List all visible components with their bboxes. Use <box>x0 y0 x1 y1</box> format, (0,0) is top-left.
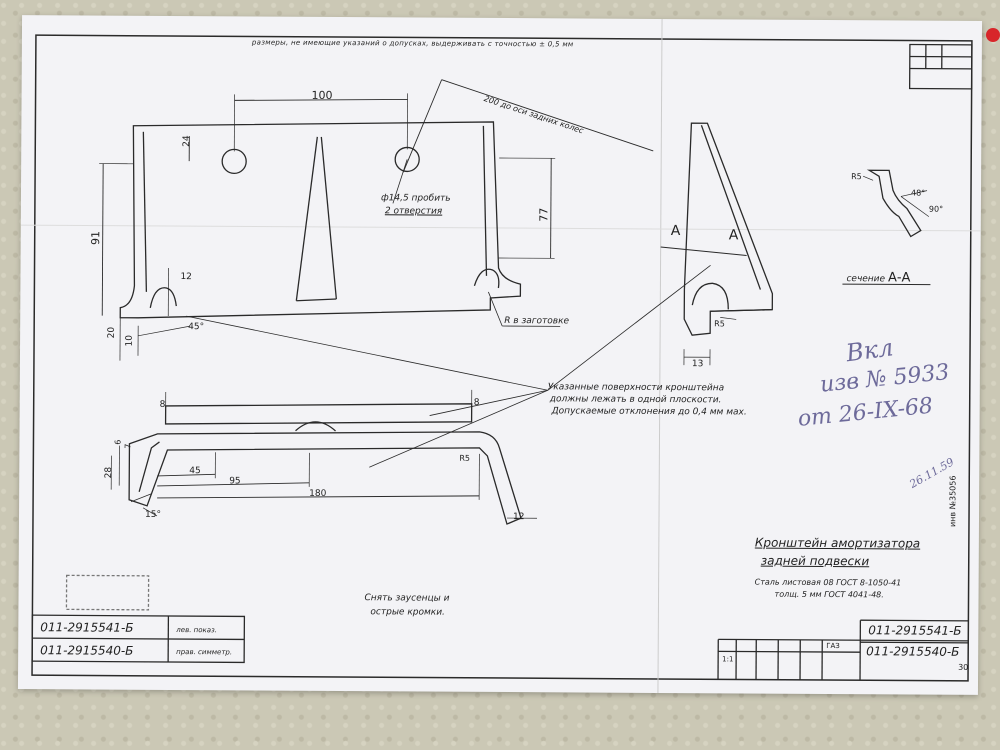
red-pin-icon <box>986 28 1000 42</box>
dim-r5-side: R5 <box>714 319 725 329</box>
deburr-note-line-2: острые кромки. <box>370 607 445 618</box>
dim-r5-bottom: R5 <box>459 453 471 463</box>
dim-48-angle: 48° <box>910 188 926 198</box>
part-title-line-1: Кронштейн амортизатора <box>754 535 921 551</box>
factory-label: ГАЗ <box>826 641 840 651</box>
dim-15-angle: 15° <box>144 509 162 520</box>
left-desc-1: лев. показ. <box>176 626 218 635</box>
part-number-2: 011-2915540-Б <box>866 644 960 659</box>
dim-8-right: 8 <box>473 397 480 408</box>
section-mark-a-left: А <box>670 223 681 240</box>
dim-12-bottom: 12 <box>512 512 525 523</box>
dim-95: 95 <box>229 476 241 487</box>
dim-13: 13 <box>691 359 704 370</box>
dim-100: 100 <box>311 88 333 102</box>
radius-blank-note: R в заготовке <box>504 316 570 327</box>
part-title-line-2: задней подвески <box>760 553 870 569</box>
dim-10: 10 <box>124 334 135 347</box>
inventory-stamp: инв №35056 <box>948 475 958 528</box>
deburr-note-line-1: Снять заусенцы и <box>364 593 450 604</box>
section-label: сечение А-А <box>846 270 910 285</box>
section-label-word: сечение <box>846 274 886 285</box>
dim-77: 77 <box>537 207 551 222</box>
dim-91: 91 <box>89 230 103 246</box>
flatness-note-line-3: Допускаемые отклонения до 0,4 мм мах. <box>551 406 747 418</box>
material-line-2: толщ. 5 мм ГОСТ 4041-48. <box>774 589 884 600</box>
left-part-number-1: 011-2915541-Б <box>40 620 134 635</box>
sheet-number: 30 <box>958 662 969 672</box>
left-part-number-2: 011-2915540-Б <box>40 643 134 658</box>
dim-90-angle: 90° <box>928 204 944 214</box>
dim-12: 12 <box>180 272 192 283</box>
dim-8-left: 8 <box>159 399 166 410</box>
flatness-note-line-2: должны лежать в одной плоскости. <box>549 394 722 406</box>
material-line-1: Сталь листовая 08 ГОСТ 8-1050-41 <box>754 577 902 588</box>
dim-180: 180 <box>309 488 327 499</box>
hole-note-2: 2 отверстия <box>384 206 443 217</box>
dim-20: 20 <box>106 326 117 339</box>
dim-45: 45 <box>189 466 201 477</box>
flatness-note-line-1: Указанные поверхности кронштейна <box>547 382 725 394</box>
part-number-1: 011-2915541-Б <box>868 623 962 638</box>
dim-24: 24 <box>181 135 193 147</box>
dim-6: 6 <box>113 439 123 445</box>
section-mark-a-right: А <box>728 227 739 244</box>
drawing-linework <box>20 18 981 693</box>
dim-7: 7 <box>123 443 133 449</box>
section-letters: А-А <box>887 270 911 286</box>
drawing-sheet: размеры, не имеющие указаний о допусках,… <box>17 15 983 695</box>
dim-r5-section: R5 <box>851 172 862 182</box>
scale-value: 1:1 <box>722 655 734 664</box>
left-desc-2: прав. симметр. <box>176 648 233 657</box>
dim-28: 28 <box>103 466 115 479</box>
hole-note-1: ф14,5 пробить <box>380 193 451 204</box>
dim-45-angle: 45° <box>188 322 205 333</box>
